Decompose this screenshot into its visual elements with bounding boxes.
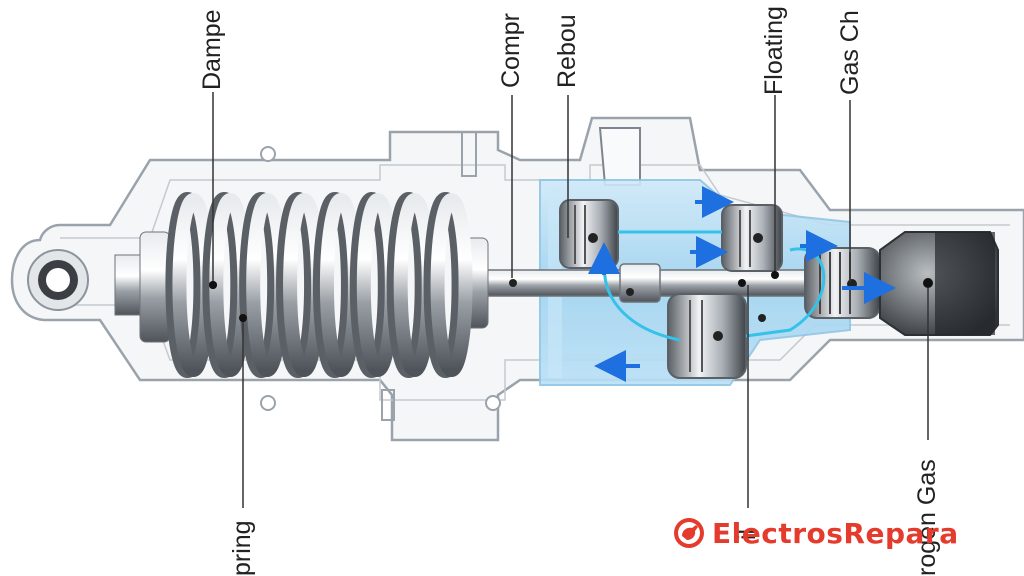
label-rebound: Rebou [553,14,581,88]
label-gas-chamber: Gas Ch [836,10,864,95]
floating-piston [804,247,881,319]
watermark: ElectrosRepara [672,516,959,550]
label-spring: pring [228,520,256,576]
label-damper: Dampe [198,9,226,90]
coil-spring [114,192,489,378]
label-floating: Floating [760,6,788,95]
leader-lines [209,92,929,508]
gas-chamber [879,231,999,336]
mounting-eye [27,249,89,311]
wrench-plug-icon [674,518,704,548]
spring-coil [430,193,473,377]
watermark-text: ElectrosRepara [712,516,959,550]
label-compression: Compr [497,12,525,88]
flow-arrows [588,186,896,382]
compression-piston [721,204,783,272]
